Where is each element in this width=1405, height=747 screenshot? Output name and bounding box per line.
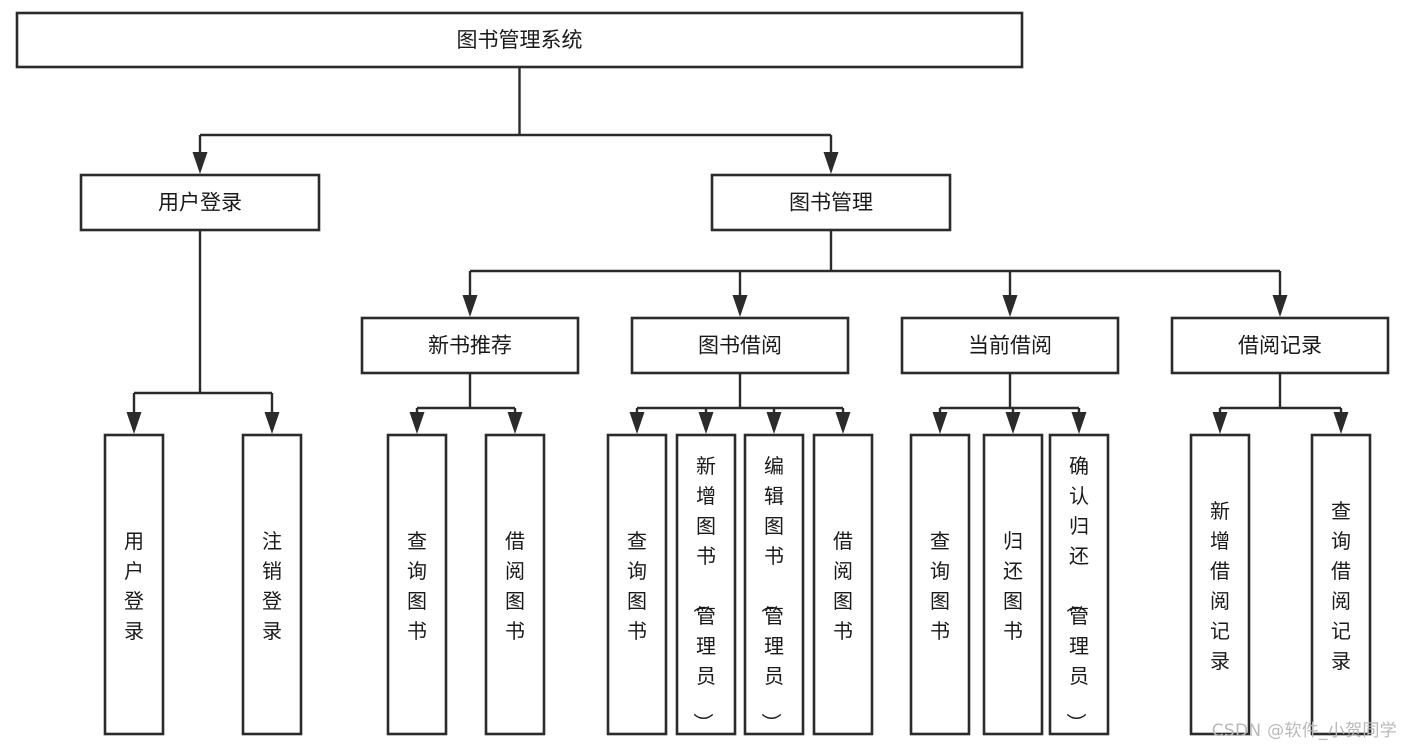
arrow-head-icon <box>1212 412 1228 434</box>
arrow-head-icon <box>462 295 478 317</box>
arrow-head-icon <box>264 412 280 434</box>
node-box <box>606 433 668 736</box>
node-label: 新书推荐 <box>428 334 512 358</box>
node-leaf-return-book[interactable]: 归还图书 <box>982 433 1044 736</box>
node-label: 用户登录 <box>158 191 242 215</box>
arrow-head-icon <box>1005 412 1021 434</box>
node-leaf-rec-borrow-book[interactable]: 借阅图书 <box>484 433 546 736</box>
node-leaf-cur-query-book[interactable]: 查询图书 <box>909 433 971 736</box>
node-label: 当前借阅 <box>968 334 1052 358</box>
node-label: 借阅图书 <box>505 529 525 643</box>
node-l1-book-mgmt[interactable]: 图书管理 <box>710 173 952 232</box>
node-l2-new-book-rec[interactable]: 新书推荐 <box>360 316 580 375</box>
arrow-head-icon <box>732 295 748 317</box>
node-l2-book-borrow[interactable]: 图书借阅 <box>630 316 850 375</box>
node-l2-borrow-record[interactable]: 借阅记录 <box>1170 316 1390 375</box>
node-box <box>1189 433 1251 736</box>
arrow-head-icon <box>507 412 523 434</box>
node-box <box>1310 433 1372 736</box>
node-leaf-borrow-query-book[interactable]: 查询图书 <box>606 433 668 736</box>
node-l1-user-login[interactable]: 用户登录 <box>79 173 321 232</box>
node-label: 图书管理系统 <box>457 28 583 52</box>
node-leaf-confirm-return-admin[interactable]: 确认归还（管理员） <box>1048 433 1110 736</box>
node-box <box>710 173 952 232</box>
node-label: 查询借阅记录 <box>1331 499 1351 673</box>
node-leaf-borrow-book[interactable]: 借阅图书 <box>812 433 874 736</box>
arrow-head-icon <box>1272 295 1288 317</box>
node-leaf-user-login[interactable]: 用户登录 <box>103 433 165 736</box>
node-box <box>675 433 737 736</box>
node-box <box>360 316 580 375</box>
csdn-watermark: CSDN @软件_小贺同学 <box>1211 721 1397 741</box>
node-label: 图书借阅 <box>698 334 782 358</box>
node-label: 注销登录 <box>262 529 282 643</box>
node-leaf-query-record[interactable]: 查询借阅记录 <box>1310 433 1372 736</box>
arrow-head-icon <box>192 152 208 174</box>
arrow-head-icon <box>698 412 714 434</box>
node-box <box>630 316 850 375</box>
node-leaf-add-book-admin[interactable]: 新增图书（管理员） <box>675 433 737 736</box>
node-box <box>812 433 874 736</box>
node-label: 用户登录 <box>124 529 144 643</box>
node-layer: 图书管理系统用户登录图书管理新书推荐图书借阅当前借阅借阅记录用户登录注销登录查询… <box>15 11 1390 736</box>
node-box <box>484 433 546 736</box>
node-box <box>982 433 1044 736</box>
node-box <box>900 316 1120 375</box>
arrow-head-icon <box>126 412 142 434</box>
node-label: 查询图书 <box>930 529 950 643</box>
node-box <box>79 173 321 232</box>
arrow-head-icon <box>932 412 948 434</box>
node-box <box>1048 433 1110 736</box>
node-box <box>1170 316 1390 375</box>
node-box <box>15 11 1024 69</box>
node-leaf-edit-book-admin[interactable]: 编辑图书（管理员） <box>743 433 805 736</box>
node-leaf-add-record[interactable]: 新增借阅记录 <box>1189 433 1251 736</box>
node-root[interactable]: 图书管理系统 <box>15 11 1024 69</box>
node-label: 确认归还（管理员） <box>1064 454 1089 733</box>
node-leaf-user-logout[interactable]: 注销登录 <box>241 433 303 736</box>
node-label: 编辑图书（管理员） <box>759 454 784 733</box>
node-label: 归还图书 <box>1003 529 1023 643</box>
node-box <box>241 433 303 736</box>
node-box <box>743 433 805 736</box>
arrow-head-icon <box>629 412 645 434</box>
arrow-head-icon <box>835 412 851 434</box>
arrow-head-icon <box>1002 295 1018 317</box>
node-leaf-rec-query-book[interactable]: 查询图书 <box>386 433 448 736</box>
node-label: 图书管理 <box>789 191 873 215</box>
node-l2-current-borrow[interactable]: 当前借阅 <box>900 316 1120 375</box>
arrow-head-icon <box>823 152 839 174</box>
node-box <box>386 433 448 736</box>
connector-layer <box>126 67 1349 434</box>
node-box <box>103 433 165 736</box>
arrow-head-icon <box>409 412 425 434</box>
arrow-head-icon <box>766 412 782 434</box>
node-label: 查询图书 <box>407 529 427 643</box>
node-label: 借阅图书 <box>833 529 853 643</box>
node-box <box>909 433 971 736</box>
node-label: 借阅记录 <box>1238 334 1322 358</box>
node-label: 新增图书（管理员） <box>691 454 716 733</box>
arrow-head-icon <box>1333 412 1349 434</box>
node-label: 新增借阅记录 <box>1210 499 1230 673</box>
arrow-head-icon <box>1071 412 1087 434</box>
node-label: 查询图书 <box>627 529 647 643</box>
